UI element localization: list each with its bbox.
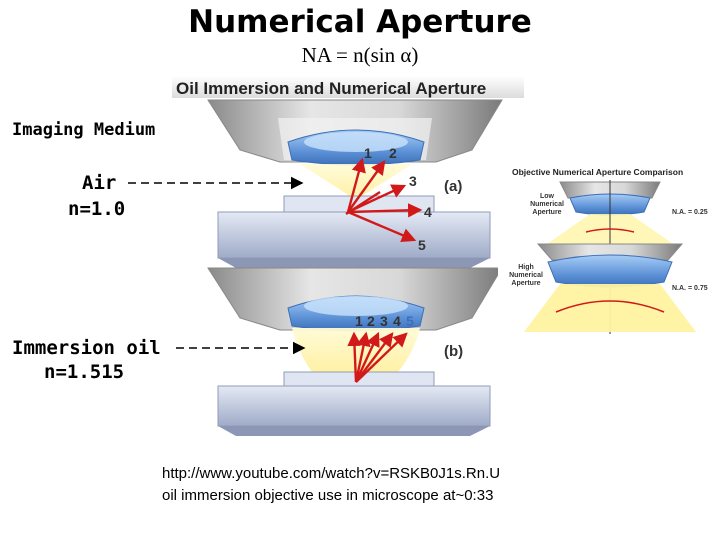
high-na-value: N.A. = 0.75 bbox=[672, 285, 708, 292]
oil-label: Immersion oil bbox=[12, 337, 161, 359]
objective-air bbox=[208, 100, 502, 165]
high-label-3: Aperture bbox=[511, 280, 540, 287]
na-comparison-inset: Objective Numerical Aperture Comparison … bbox=[498, 158, 720, 336]
ray-b-4: 4 bbox=[393, 313, 401, 329]
banner-title: Oil Immersion and Numerical Aperture bbox=[176, 79, 486, 98]
slide-oil bbox=[218, 372, 490, 436]
oil-index: n=1.515 bbox=[44, 361, 124, 383]
ray-a-2: 2 bbox=[389, 145, 397, 161]
ray-b-5: 5 bbox=[406, 313, 414, 329]
panel-a-label: (a) bbox=[444, 178, 462, 195]
panel-b-label: (b) bbox=[444, 343, 463, 360]
footer-text: http://www.youtube.com/watch?v=RSKB0J1s.… bbox=[162, 463, 500, 507]
low-label-1: Low bbox=[540, 193, 555, 200]
inset-title: Objective Numerical Aperture Comparison bbox=[512, 167, 683, 177]
air-index: n=1.0 bbox=[68, 198, 125, 220]
youtube-link[interactable]: http://www.youtube.com/watch?v=RSKB0J1s.… bbox=[162, 463, 500, 485]
footer-caption: oil immersion objective use in microscop… bbox=[162, 485, 500, 507]
high-label-2: Numerical bbox=[509, 272, 543, 279]
ray-b-3: 3 bbox=[380, 313, 388, 329]
low-label-2: Numerical bbox=[530, 201, 564, 208]
ray-a-1: 1 bbox=[364, 145, 372, 161]
ray-b-1: 1 bbox=[355, 313, 363, 329]
high-label-1: High bbox=[518, 264, 534, 271]
low-label-3: Aperture bbox=[532, 209, 561, 216]
ray-a-4: 4 bbox=[424, 204, 432, 220]
slide-air bbox=[218, 196, 490, 268]
ray-b-2: 2 bbox=[367, 313, 375, 329]
ray-a-3: 3 bbox=[409, 173, 417, 189]
imaging-medium-label: Imaging Medium bbox=[12, 120, 155, 140]
ray-a-5: 5 bbox=[418, 237, 426, 253]
low-na-value: N.A. = 0.25 bbox=[672, 209, 708, 216]
air-label: Air bbox=[82, 172, 116, 194]
